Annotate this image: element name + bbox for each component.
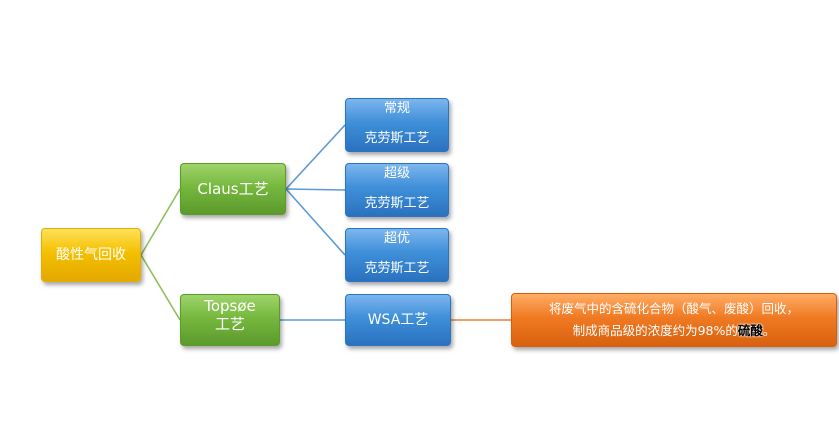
node-label-line1: 超优: [383, 231, 410, 246]
connector-root-claus: [140, 188, 181, 256]
node-label-line2: 克劳斯工艺: [364, 261, 430, 277]
node-label-line2: 克劳斯工艺: [364, 131, 430, 147]
node-euro-claus: 超优 克劳斯工艺: [345, 228, 449, 282]
node-label: 酸性气回收: [56, 246, 126, 263]
node-topsoe-process: Topsøe 工艺: [180, 294, 280, 346]
node-claus-process: Claus工艺: [180, 163, 286, 215]
description-sulfuric-acid: 硫酸: [737, 323, 763, 338]
node-label: WSA工艺: [367, 311, 429, 328]
description-line2-text: 制成商品级的浓度约为98%的: [572, 323, 738, 338]
node-acid-gas-recovery: 酸性气回收: [41, 228, 141, 282]
connector-claus-c3: [285, 188, 346, 256]
connector-root-topsoe: [140, 254, 181, 321]
node-label-line2: 工艺: [214, 315, 245, 333]
node-label-line2: 克劳斯工艺: [364, 196, 430, 212]
node-conventional-claus: 常规 克劳斯工艺: [345, 98, 449, 152]
node-wsa-process: WSA工艺: [345, 294, 451, 346]
node-label-line1: 常规: [383, 101, 410, 116]
node-super-claus: 超级 克劳斯工艺: [345, 163, 449, 217]
description-line2: 制成商品级的浓度约为98%的硫酸。: [573, 320, 776, 342]
node-label-line1: Topsøe: [204, 297, 256, 315]
connector-claus-c1: [285, 124, 346, 190]
node-label-line1: 超级: [383, 166, 410, 181]
description-line1: 将废气中的含硫化合物（酸气、废酸）回收，: [548, 301, 799, 317]
connector-claus-c2: [285, 188, 346, 191]
node-description: 将废气中的含硫化合物（酸气、废酸）回收， 制成商品级的浓度约为98%的硫酸。: [511, 293, 837, 347]
node-label: Claus工艺: [197, 180, 269, 198]
description-line2-end: 。: [762, 323, 776, 338]
